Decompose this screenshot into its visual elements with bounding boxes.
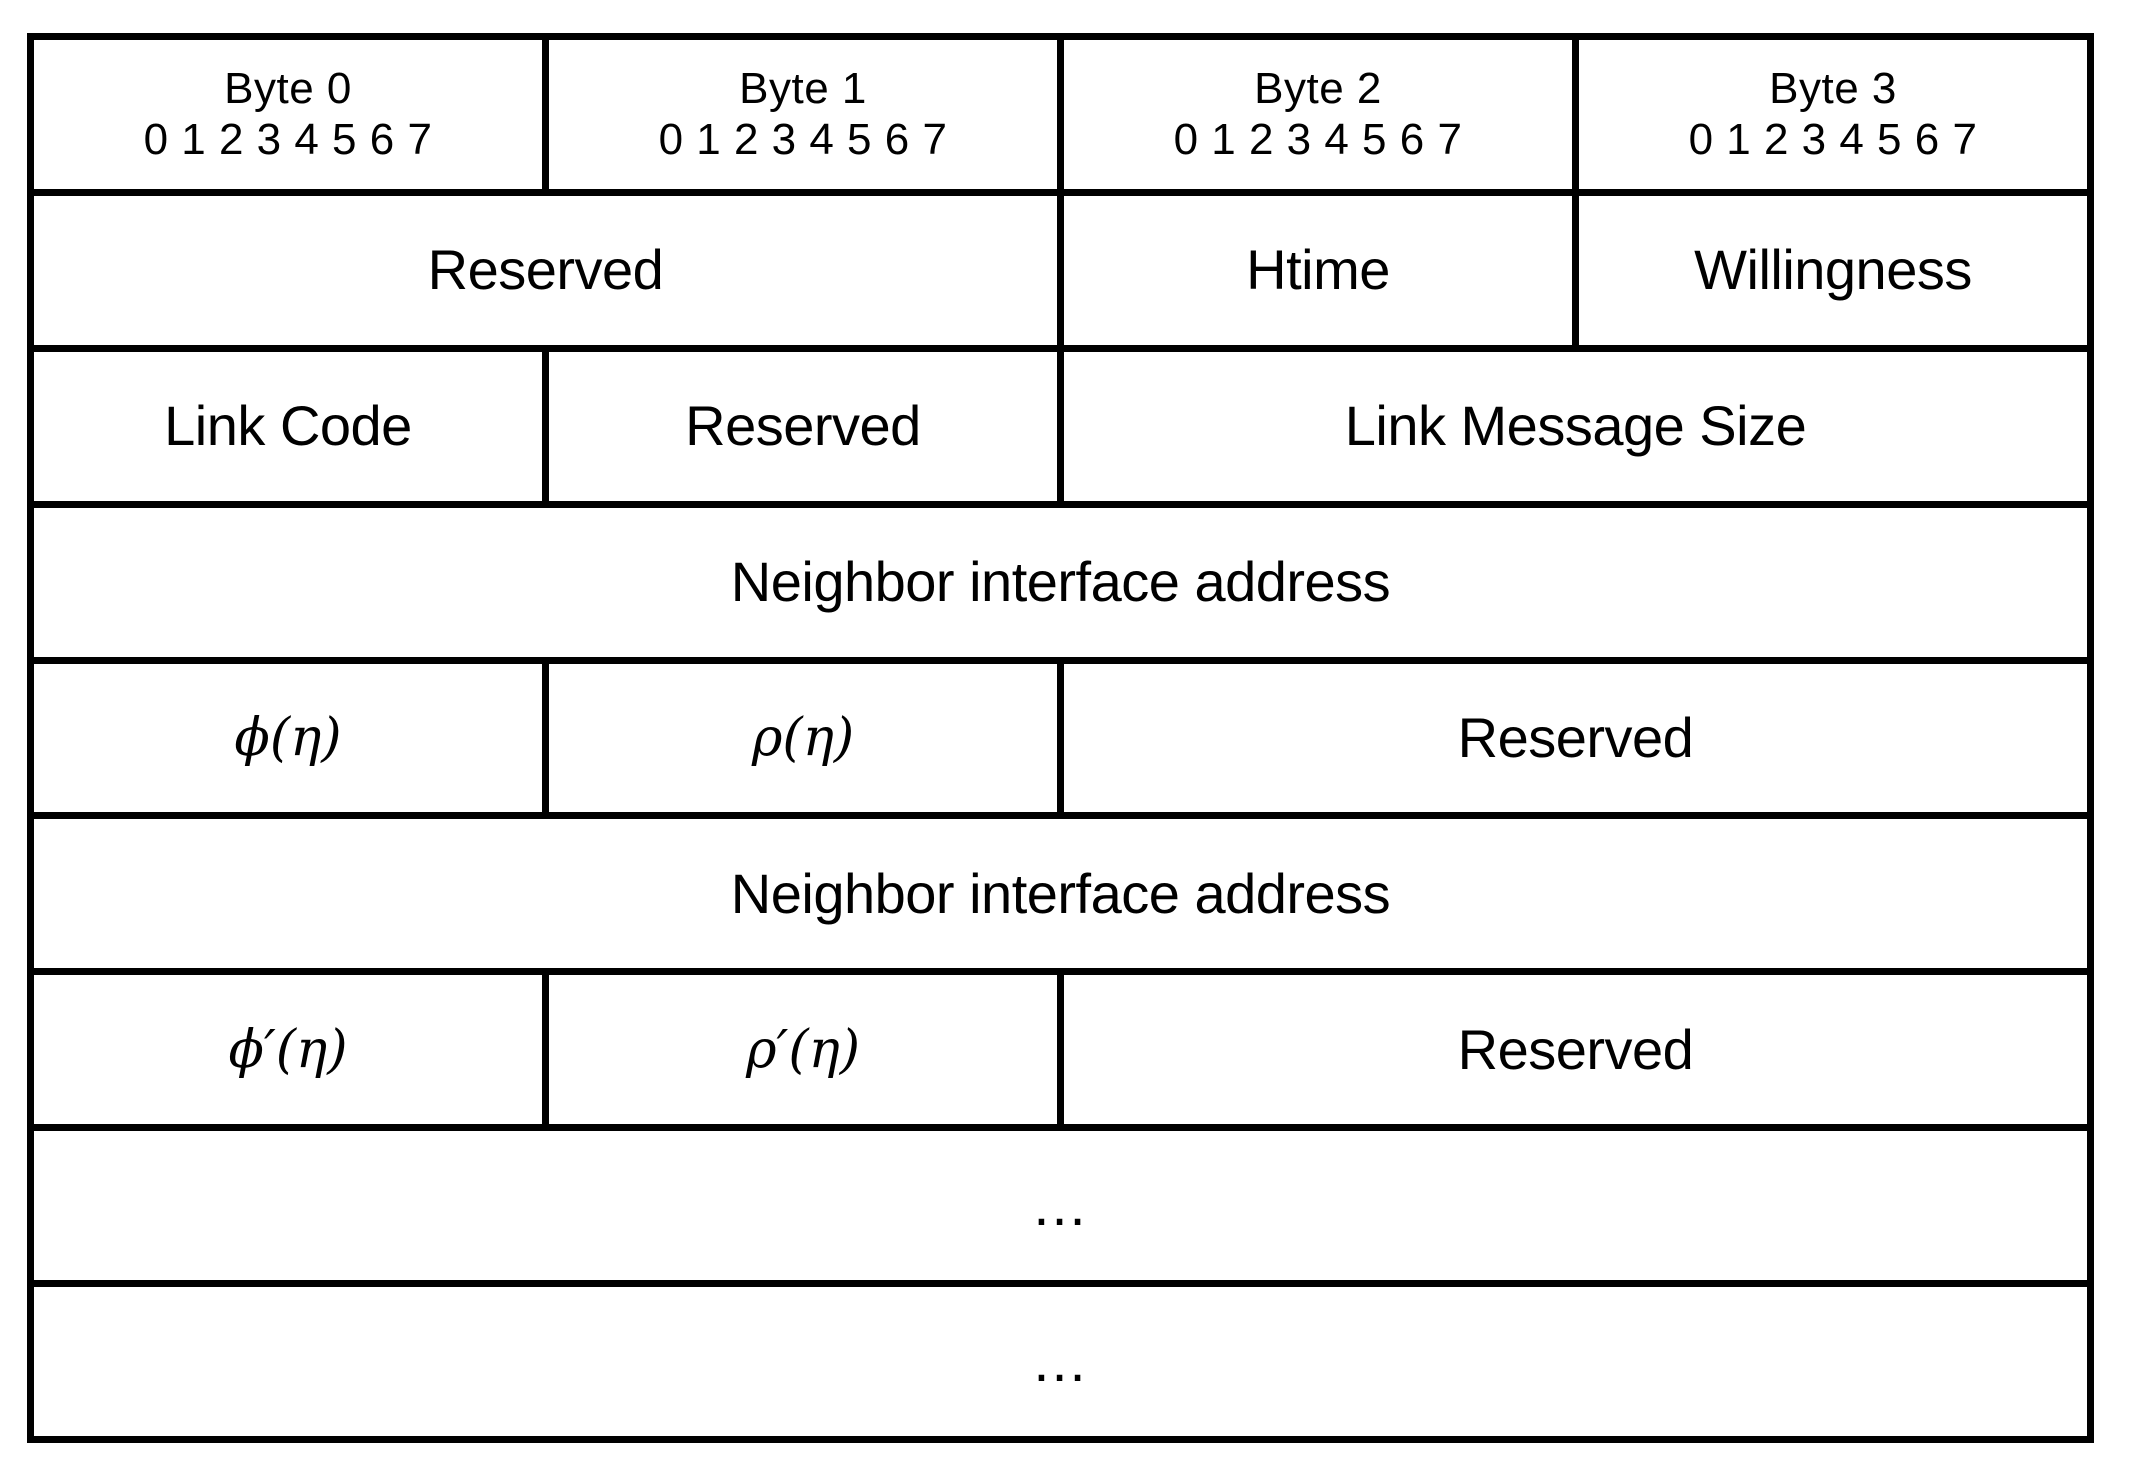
byte-header-2: Byte 2 0 1 2 3 4 5 6 7 [1064,40,1572,189]
field-neighbor-interface-address-2-label: Neighbor interface address [730,861,1391,925]
field-link-code-label: Link Code [164,394,412,458]
byte-header-1: Byte 1 0 1 2 3 4 5 6 7 [549,40,1057,189]
byte-3-bit-numbers: 0 1 2 3 4 5 6 7 [1688,115,1978,165]
field-reserved-4-label: Reserved [1457,1017,1694,1081]
byte-0-bit-numbers: 0 1 2 3 4 5 6 7 [143,115,433,165]
field-reserved-4: Reserved [1064,975,2087,1125]
byte-header-0: Byte 0 0 1 2 3 4 5 6 7 [34,40,542,189]
field-link-code: Link Code [34,351,542,501]
field-rho-prime-eta-label: ρ′(η) [745,1019,861,1080]
field-reserved-2: Reserved [549,351,1057,501]
byte-2-bit-numbers: 0 1 2 3 4 5 6 7 [1173,115,1463,165]
field-willingness-label: Willingness [1694,238,1972,302]
field-neighbor-interface-address-1-label: Neighbor interface address [730,550,1391,614]
field-reserved-1: Reserved [34,195,1057,345]
field-reserved-3-label: Reserved [1457,705,1694,769]
packet-format-diagram: Byte 0 0 1 2 3 4 5 6 7 Byte 1 0 1 2 3 4 … [27,33,2094,1443]
field-link-message-size-label: Link Message Size [1344,394,1807,458]
byte-1-bit-numbers: 0 1 2 3 4 5 6 7 [658,115,948,165]
field-rho-prime-eta: ρ′(η) [549,975,1057,1125]
field-phi-prime-eta-label: ϕ′(η) [228,1019,348,1080]
field-neighbor-interface-address-1: Neighbor interface address [34,507,2087,657]
field-reserved-1-label: Reserved [427,238,664,302]
byte-3-label: Byte 3 [1769,63,1897,113]
field-willingness: Willingness [1579,195,2087,345]
field-link-message-size: Link Message Size [1064,351,2087,501]
field-phi-eta-label: ϕ(η) [234,707,342,768]
field-phi-prime-eta: ϕ′(η) [34,975,542,1125]
byte-0-label: Byte 0 [224,63,352,113]
ellipsis-row-2: ... [34,1287,2087,1436]
field-phi-eta: ϕ(η) [34,663,542,813]
field-reserved-3: Reserved [1064,663,2087,813]
field-htime-label: Htime [1246,238,1390,302]
byte-header-3: Byte 3 0 1 2 3 4 5 6 7 [1579,40,2087,189]
byte-2-label: Byte 2 [1254,63,1382,113]
field-neighbor-interface-address-2: Neighbor interface address [34,819,2087,969]
field-htime: Htime [1064,195,1572,345]
ellipsis-row-1: ... [34,1131,2087,1281]
byte-1-label: Byte 1 [739,63,867,113]
field-rho-eta-label: ρ(η) [751,707,855,768]
field-reserved-2-label: Reserved [685,394,921,458]
field-rho-eta: ρ(η) [549,663,1057,813]
